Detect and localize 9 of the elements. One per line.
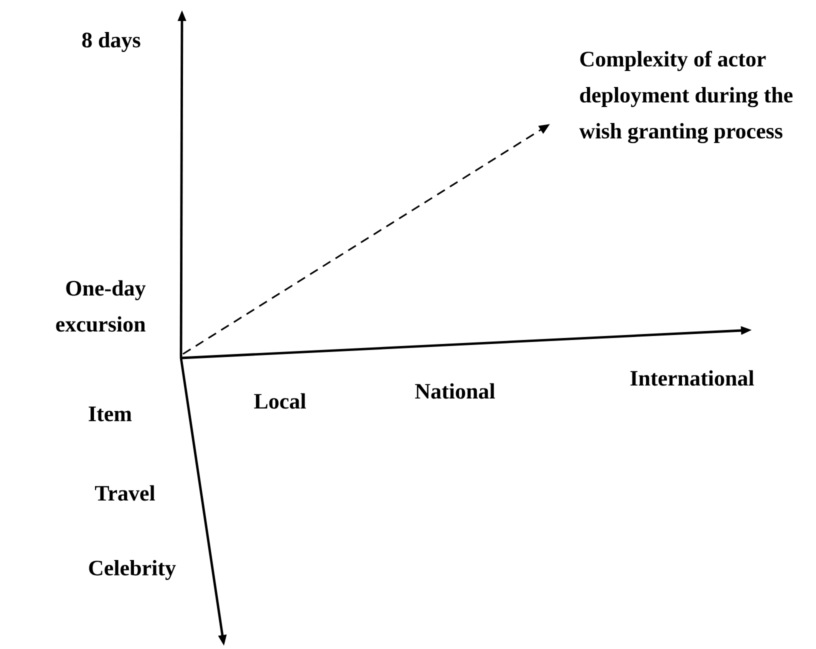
axis-label: Travel xyxy=(95,485,155,501)
axis-label: Celebrity xyxy=(89,560,176,580)
axis-label: One-day excursion xyxy=(56,280,146,332)
axis-label: 8 days xyxy=(82,32,140,52)
axis-label: National xyxy=(415,383,495,399)
axis-label: Complexity of actor deployment during the wish granting process xyxy=(579,50,793,144)
axis-label: International xyxy=(630,370,754,386)
axis-label: Local xyxy=(254,393,306,409)
axis-label: Item xyxy=(88,406,132,422)
